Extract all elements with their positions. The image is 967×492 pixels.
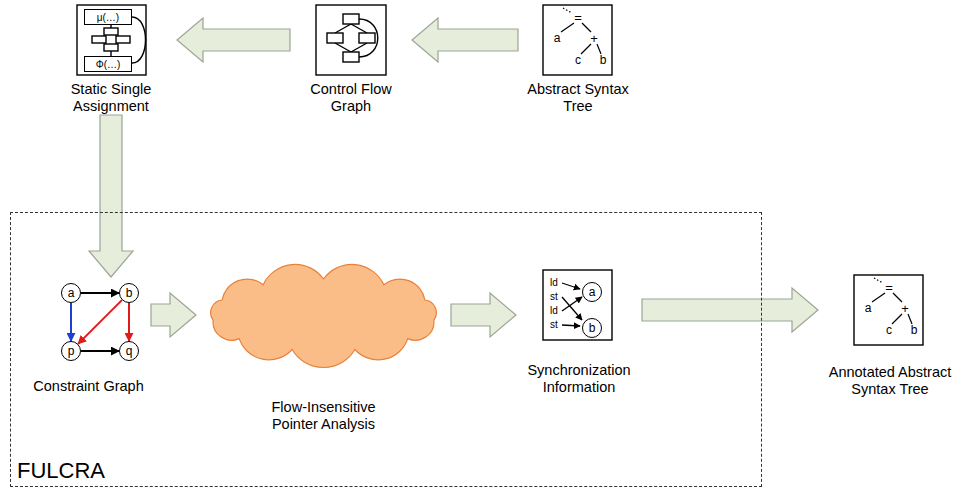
tree-symbol: b bbox=[600, 54, 607, 66]
flow-arrow bbox=[89, 115, 133, 277]
constraint-edge bbox=[78, 300, 122, 344]
process-box: Static Single Assignment μ(…) Φ(…) bbox=[45, 3, 177, 115]
access-label: st bbox=[550, 292, 558, 302]
annotated-ast-icon bbox=[854, 275, 923, 345]
node-label: a bbox=[589, 286, 596, 298]
ast-icon bbox=[543, 5, 612, 75]
process-box: Control Flow Graph bbox=[290, 3, 412, 115]
node-caption: Synchronization Information bbox=[516, 362, 642, 396]
constraint-edge bbox=[81, 292, 119, 294]
flow-arrow bbox=[451, 293, 516, 337]
phi-box: Φ(…) bbox=[84, 56, 132, 72]
access-label: ld bbox=[550, 306, 558, 316]
flow-arrow bbox=[412, 18, 518, 62]
graph-node: a bbox=[61, 283, 81, 303]
node-caption: Control Flow Graph bbox=[290, 81, 412, 115]
flow-arrow bbox=[177, 18, 290, 62]
access-label: st bbox=[550, 320, 558, 330]
cloud-process: Flow-Insensitive Pointer Analysis bbox=[196, 263, 451, 433]
group-frame: FULCRA Constraint Graph a b p qFlow-Insensiti… bbox=[10, 212, 762, 487]
tree-symbol: + bbox=[590, 32, 598, 45]
node-label: b bbox=[126, 287, 133, 299]
memory-node: b bbox=[582, 318, 602, 338]
cloud-shape bbox=[196, 263, 451, 369]
tree-symbol: c bbox=[575, 54, 581, 66]
node-caption: Static Single Assignment bbox=[45, 81, 177, 115]
node-caption: Flow-Insensitive Pointer Analysis bbox=[249, 399, 399, 433]
group-title: FULCRA bbox=[17, 459, 105, 483]
tree-symbol: a bbox=[865, 302, 872, 314]
graph-node: p bbox=[61, 341, 81, 361]
graph-node: q bbox=[119, 341, 139, 361]
access-label: ld bbox=[550, 278, 558, 288]
memory-node: a bbox=[582, 282, 602, 302]
cfg-icon bbox=[316, 5, 386, 75]
node-caption: Annotated Abstract Syntax Tree bbox=[818, 364, 962, 398]
flow-arrow bbox=[642, 288, 818, 332]
cloud-outline bbox=[211, 264, 437, 367]
flow-arrow bbox=[151, 293, 196, 337]
constraint-edge bbox=[81, 350, 119, 352]
graph-node: b bbox=[119, 283, 139, 303]
process-box: Constraint Graph a b p q bbox=[26, 277, 151, 395]
node-label: b bbox=[589, 322, 596, 334]
node-caption: Constraint Graph bbox=[26, 378, 151, 395]
phi-box: μ(…) bbox=[84, 9, 132, 25]
constraint-edge bbox=[70, 303, 72, 341]
node-label: Φ(…) bbox=[96, 59, 121, 70]
node-caption: Abstract Syntax Tree bbox=[518, 81, 638, 115]
node-label: a bbox=[68, 287, 75, 299]
tree-symbol: a bbox=[554, 32, 561, 44]
constraint-edge bbox=[128, 303, 130, 341]
tree-symbol: + bbox=[901, 302, 909, 315]
sync-icon bbox=[543, 270, 612, 340]
node-label: q bbox=[126, 345, 133, 357]
process-box: Synchronization Information a b bbox=[516, 269, 642, 396]
node-label: p bbox=[68, 345, 75, 357]
tree-symbol: c bbox=[886, 324, 892, 336]
tree-symbol: = bbox=[885, 281, 893, 294]
tree-symbol: b bbox=[911, 324, 918, 336]
ssa-icon bbox=[77, 5, 146, 75]
node-label: μ(…) bbox=[97, 12, 119, 23]
tree-symbol: = bbox=[574, 11, 582, 24]
